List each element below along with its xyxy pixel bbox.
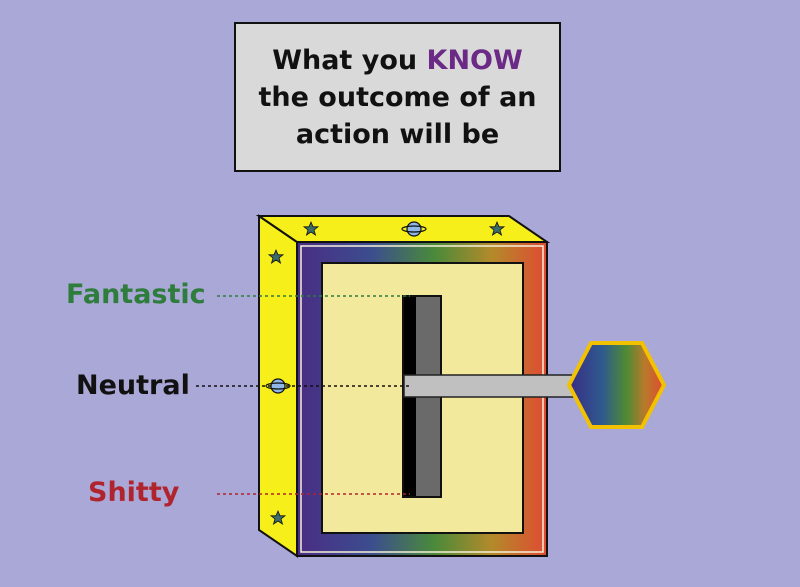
star-icon xyxy=(488,220,506,236)
star-icon xyxy=(302,220,320,236)
planet-icon xyxy=(401,221,427,237)
star-icon xyxy=(269,509,287,525)
lever-arm xyxy=(403,374,580,398)
frame-front-inner-border xyxy=(300,245,544,553)
title-prefix: What you xyxy=(272,44,427,76)
level-label-shitty: Shitty xyxy=(88,477,180,508)
level-label-fantastic: Fantastic xyxy=(66,279,206,310)
title-line-2: the outcome of an xyxy=(258,81,537,113)
title-line-1: What you KNOW xyxy=(272,42,523,79)
title-keyword: KNOW xyxy=(426,44,523,76)
lever-knob-hexagon xyxy=(566,341,667,429)
star-icon xyxy=(267,248,285,264)
planet-icon xyxy=(265,378,291,394)
frame-top xyxy=(255,215,551,243)
title-box: What you KNOW the outcome of an action w… xyxy=(234,22,561,172)
title-line-3: action will be xyxy=(295,118,500,150)
level-label-neutral: Neutral xyxy=(76,370,190,401)
